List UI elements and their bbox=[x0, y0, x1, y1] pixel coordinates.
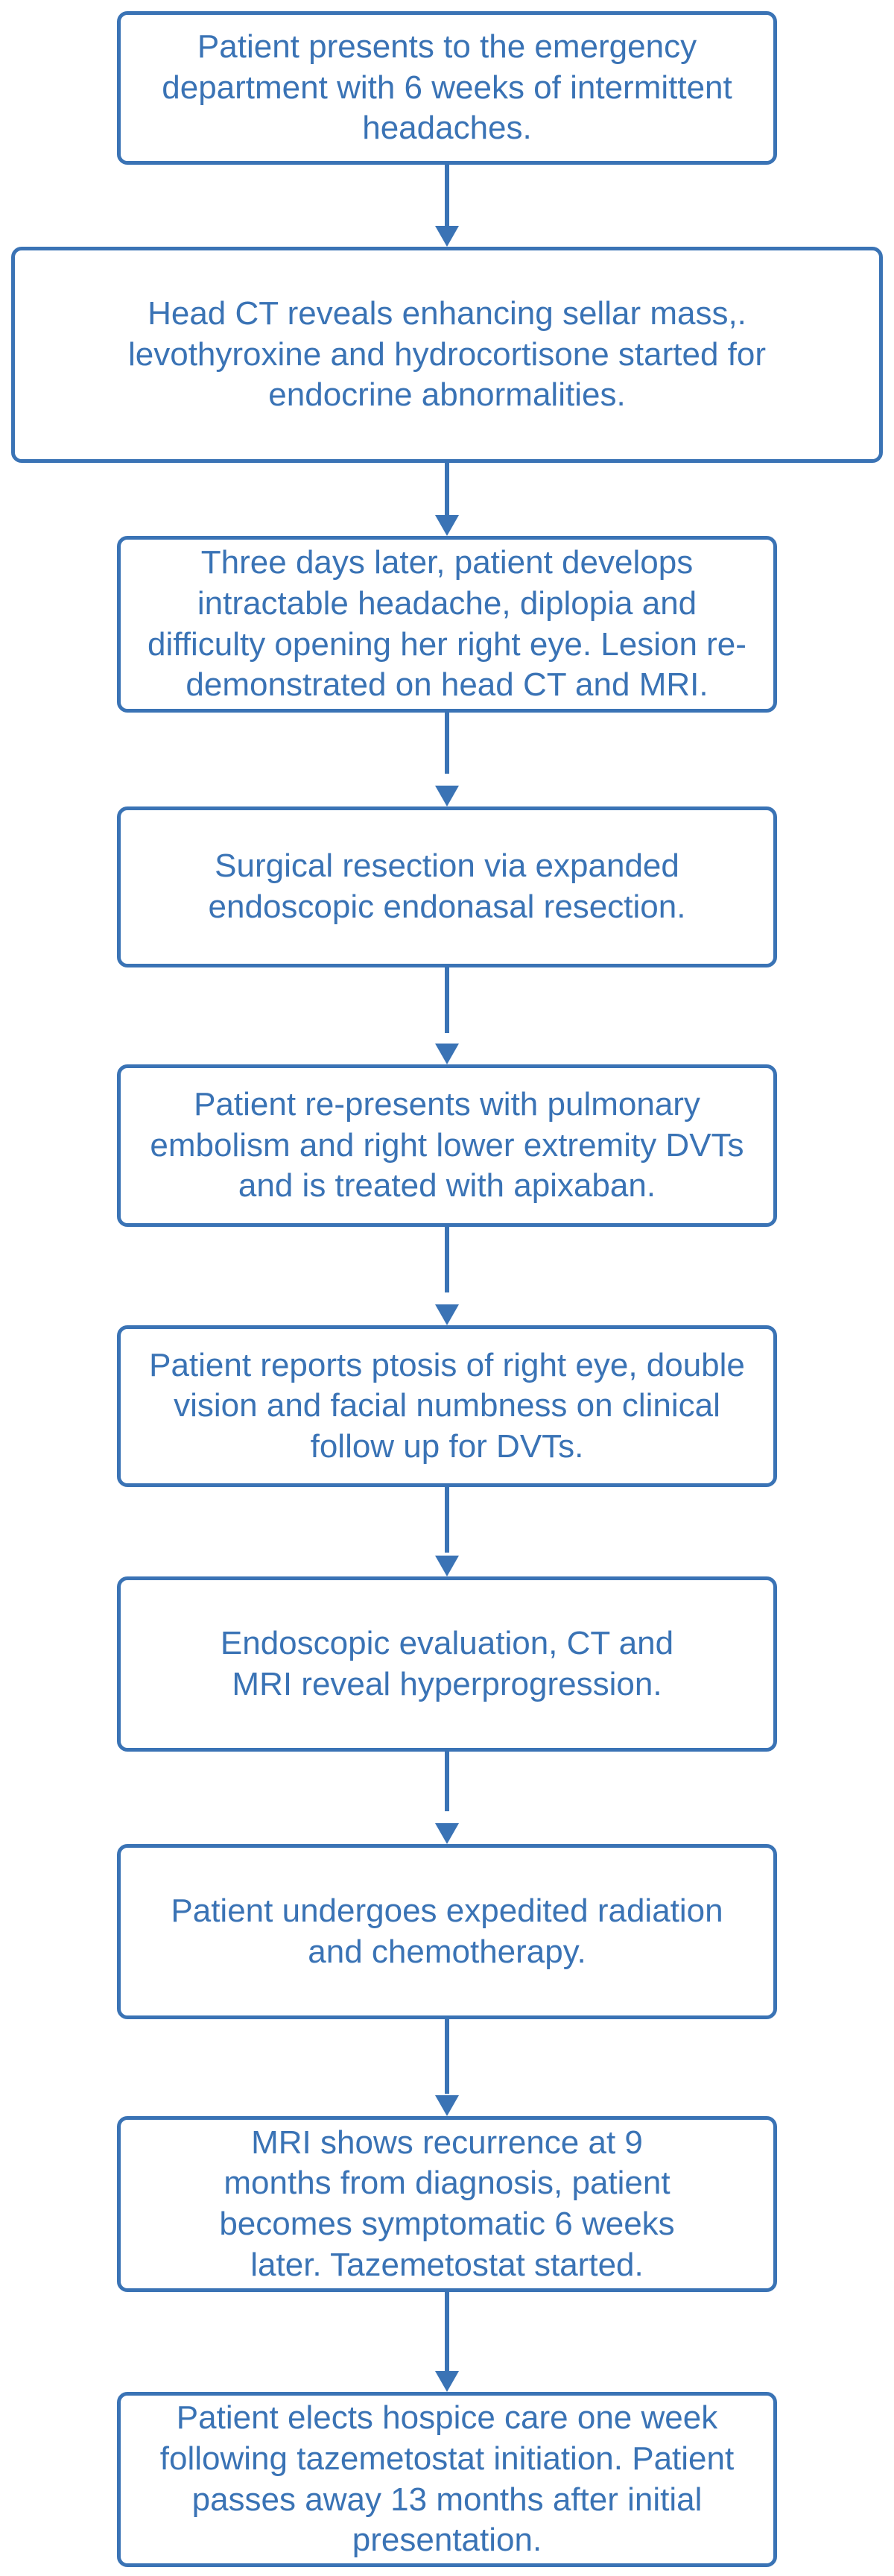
connector-2-arrowhead bbox=[435, 515, 459, 536]
step-5-box: Patient re-presents with pulmonary embol… bbox=[117, 1064, 777, 1227]
connector-9-arrowhead bbox=[435, 2371, 459, 2392]
step-10-box: Patient elects hospice care one week fol… bbox=[117, 2392, 777, 2567]
step-10-text: Patient elects hospice care one week fol… bbox=[159, 2399, 735, 2559]
step-4-text: Surgical resection via expanded endoscop… bbox=[208, 847, 686, 925]
connector-4-line bbox=[445, 967, 449, 1033]
connector-1-line bbox=[445, 165, 449, 227]
connector-8-arrowhead bbox=[435, 2095, 459, 2116]
step-1-box: Patient presents to the emergency depart… bbox=[117, 11, 777, 165]
connector-6-arrowhead bbox=[435, 1556, 459, 1576]
step-2-box: Head CT reveals enhancing sellar mass,. … bbox=[11, 247, 883, 463]
step-7-box: Endoscopic evaluation, CT and MRI reveal… bbox=[117, 1576, 777, 1752]
connector-1-arrowhead bbox=[435, 226, 459, 247]
connector-6-line bbox=[445, 1487, 449, 1553]
step-9-box: MRI shows recurrence at 9 months from di… bbox=[117, 2116, 777, 2292]
connector-7-arrowhead bbox=[435, 1823, 459, 1844]
step-3-text: Three days later, patient develops intra… bbox=[148, 544, 746, 704]
step-6-text: Patient reports ptosis of right eye, dou… bbox=[149, 1346, 745, 1465]
step-4-box: Surgical resection via expanded endoscop… bbox=[117, 806, 777, 967]
connector-3-arrowhead bbox=[435, 786, 459, 806]
step-7-text: Endoscopic evaluation, CT and MRI reveal… bbox=[220, 1624, 674, 1702]
step-3-box: Three days later, patient develops intra… bbox=[117, 536, 777, 713]
connector-2-line bbox=[445, 463, 449, 531]
connector-4-arrowhead bbox=[435, 1044, 459, 1064]
connector-5-arrowhead bbox=[435, 1304, 459, 1325]
step-8-text: Patient undergoes expedited radiation an… bbox=[171, 1892, 723, 1970]
step-6-box: Patient reports ptosis of right eye, dou… bbox=[117, 1325, 777, 1487]
connector-5-line bbox=[445, 1227, 449, 1292]
step-9-text: MRI shows recurrence at 9 months from di… bbox=[219, 2124, 675, 2283]
step-1-text: Patient presents to the emergency depart… bbox=[162, 28, 732, 147]
connector-9-line bbox=[445, 2292, 449, 2377]
step-5-text: Patient re-presents with pulmonary embol… bbox=[150, 1086, 744, 1205]
step-8-box: Patient undergoes expedited radiation an… bbox=[117, 1844, 777, 2019]
connector-8-line bbox=[445, 2019, 449, 2094]
connector-7-line bbox=[445, 1752, 449, 1811]
connector-3-line bbox=[445, 713, 449, 774]
step-2-text: Head CT reveals enhancing sellar mass,. … bbox=[127, 295, 767, 414]
